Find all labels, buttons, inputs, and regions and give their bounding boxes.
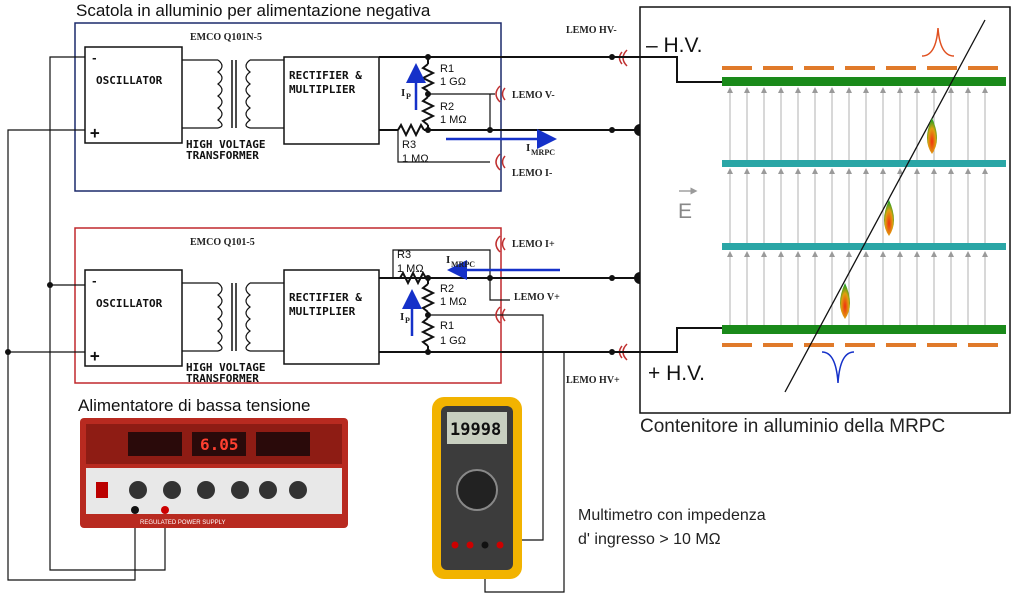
negative-ip-label: I [401,87,405,99]
positive-transformer-icon [182,282,285,352]
positive-imrpc-label: I [446,254,450,266]
field-label: E [678,200,692,223]
readout-strip [804,343,834,347]
readout-strips [722,66,998,347]
readout-strip [763,343,793,347]
multimeter-display: 19998 [450,420,501,440]
negative-box [74,22,502,192]
lemo-hv-minus-label: LEMO HV- [566,25,617,36]
readout-strip [886,343,916,347]
avalanche-drop-3 [840,283,850,319]
positive-oscillator-plus: + [90,346,100,365]
multimeter-caption-2: d' ingresso > 10 MΩ [578,531,721,548]
positive-r2-resistor [420,283,436,313]
positive-oscillator-label: OSCILLATOR [96,297,163,310]
negative-r1-name: R1 [440,63,454,75]
negative-oscillator-block [84,46,183,144]
hv-plus-plate [722,325,1006,334]
readout-strip [845,66,875,70]
negative-transformer-label-1: HIGH VOLTAGE [186,138,265,151]
positive-model-label: EMCO Q101-5 [190,237,255,248]
readout-strip [927,66,957,70]
negative-imrpc-sub: MRPC [531,148,555,157]
negative-rectifier-block [283,56,380,145]
positive-oscillator-minus: - [91,275,98,288]
negative-oscillator-label: OSCILLATOR [96,74,163,87]
positive-imrpc-sub: MRPC [451,260,475,269]
hv-minus-plate [722,77,1006,86]
negative-r1-resistor [420,63,436,92]
low-voltage-supply-title: Alimentatore di bassa tensione [78,396,310,415]
positive-oscillator-block [84,269,183,367]
positive-r3-name: R3 [397,249,411,261]
negative-r2-name: R2 [440,101,454,113]
glass-plate-1 [722,160,1006,167]
readout-strip [927,343,957,347]
mrpc-container-label: Contenitore in alluminio della MRPC [640,416,945,437]
lemo-i-minus-label: LEMO I- [512,168,552,179]
negative-r3-name: R3 [402,139,416,151]
power-supply-device: 6.05 REGULATED POWER SUPPLY [80,418,348,528]
lemo-v-minus-label: LEMO V- [512,90,555,101]
negative-oscillator-minus: - [91,52,98,65]
negative-r2-value: 1 MΩ [440,114,467,126]
lemo-i-plus-label: LEMO I+ [512,239,555,250]
negative-r2-resistor [420,96,436,126]
power-supply-footer: REGULATED POWER SUPPLY [140,520,225,526]
positive-rectifier-block [283,269,380,365]
negative-oscillator-plus: + [90,123,100,142]
particle-track [784,19,986,393]
negative-imrpc-label: I [526,142,530,154]
lemo-i-minus-connector [495,153,506,171]
positive-r2-value: 1 MΩ [440,296,467,308]
readout-strip [804,66,834,70]
positive-r1-resistor [420,317,436,347]
negative-r1-value: 1 GΩ [440,76,466,88]
readout-strip [722,343,752,347]
positive-ip-label: I [400,311,404,323]
positive-box [74,227,502,384]
lemo-i-plus-connector [495,235,506,253]
avalanche-drop-1 [927,118,937,154]
positive-r1-value: 1 GΩ [440,335,466,347]
negative-transformer-label-2: TRANSFORMER [186,149,259,162]
readout-strip [763,66,793,70]
hv-minus-label: – H.V. [646,34,702,57]
positive-transformer-label-2: TRANSFORMER [186,372,259,385]
negative-signal-peak [921,27,955,57]
power-supply-display: 6.05 [200,435,239,454]
negative-box-title: Scatola in alluminio per alimentazione n… [76,1,431,20]
negative-rectifier-label-2: MULTIPLIER [289,83,356,96]
positive-ip-sub: P [405,316,410,325]
positive-r1-name: R1 [440,320,454,332]
multimeter-caption-1: Multimetro con impedenza [578,507,766,524]
glass-plate-2 [722,243,1006,250]
negative-model-label: EMCO Q101N-5 [190,32,262,43]
readout-strip [968,343,998,347]
readout-strip [845,343,875,347]
multimeter-device: 19998 [432,397,522,579]
negative-rectifier-label-1: RECTIFIER & [289,69,362,82]
positive-rectifier-label-1: RECTIFIER & [289,291,362,304]
lemo-v-minus-connector [495,85,506,103]
negative-r3-value: 1 MΩ [402,153,429,165]
readout-strip [722,66,752,70]
negative-r3-resistor [397,122,425,138]
avalanche-drop-2 [884,200,894,236]
positive-transformer-label-1: HIGH VOLTAGE [186,361,265,374]
positive-rectifier-label-2: MULTIPLIER [289,305,356,318]
lemo-hv-plus-label: LEMO HV+ [566,375,620,386]
positive-r2-name: R2 [440,283,454,295]
negative-ip-sub: P [406,92,411,101]
hv-plus-label: + H.V. [648,362,705,385]
lemo-v-plus-label: LEMO V+ [514,292,560,303]
negative-transformer-icon [182,59,285,129]
positive-r3-value: 1 MΩ [397,263,424,275]
positive-signal-peak [821,351,855,384]
positive-r3-resistor [399,270,427,286]
readout-strip [886,66,916,70]
readout-strip [968,66,998,70]
